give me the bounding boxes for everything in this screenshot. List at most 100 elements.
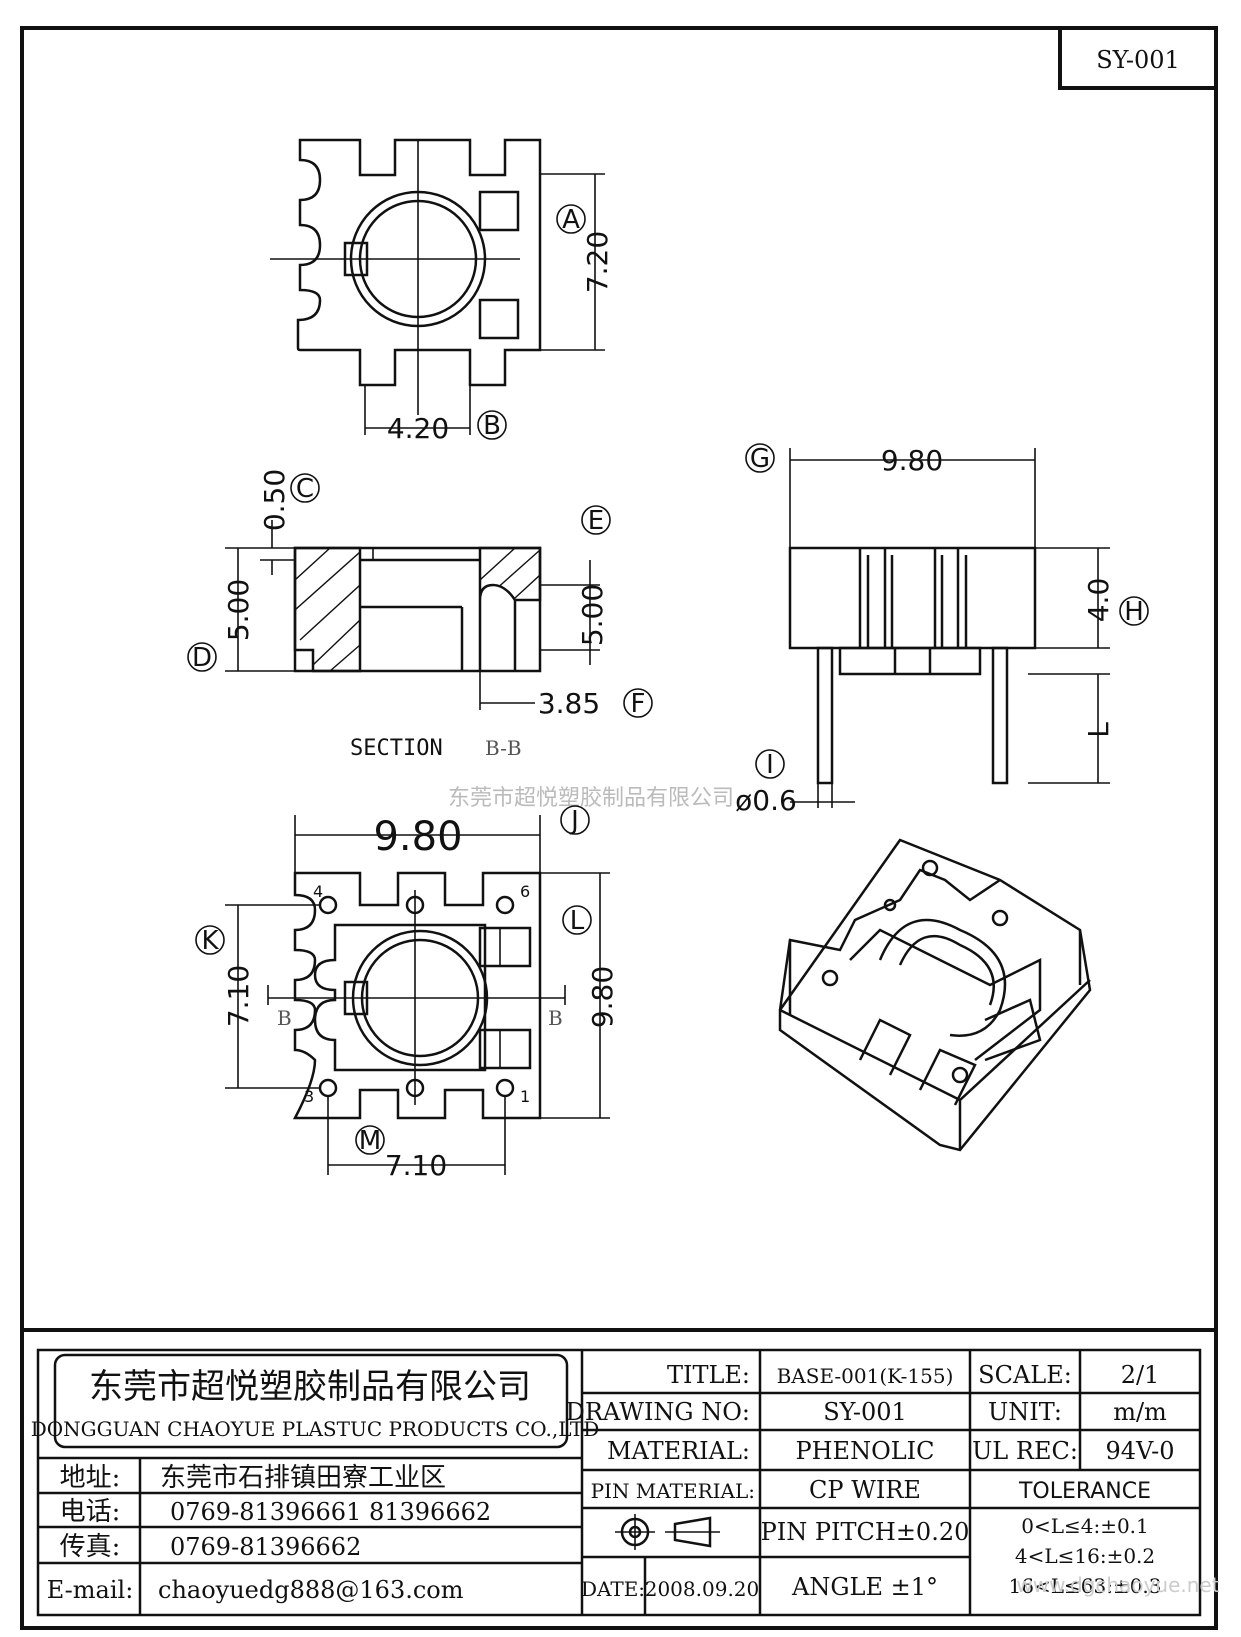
title-value: BASE-001(K-155) <box>777 1364 954 1388</box>
scale-label: SCALE: <box>978 1361 1072 1389</box>
drawing-no-value: SY-001 <box>823 1398 907 1426</box>
side-standoff <box>838 646 982 676</box>
email-value: chaoyuedg888@163.com <box>158 1576 464 1604</box>
dim-c-value: 0.50 <box>258 469 291 531</box>
dim-l9-value: 9.80 <box>586 966 619 1028</box>
top-square-upper <box>478 190 520 232</box>
bottom-slot-lower <box>478 1028 532 1070</box>
label-f: F <box>631 689 646 719</box>
dim-h-value: 4.0 <box>1082 578 1115 623</box>
label-h-circle <box>1119 596 1149 626</box>
isometric-view <box>778 838 1092 1152</box>
label-i-circle <box>755 749 785 779</box>
material-label: MATERIAL: <box>607 1437 750 1465</box>
dim-i-value: ø0.6 <box>735 784 797 817</box>
label-k-circle <box>195 925 225 955</box>
label-a-circle <box>556 204 586 234</box>
label-e-circle <box>581 505 611 535</box>
unit-label: UNIT: <box>988 1398 1062 1426</box>
bottom-view: 4 6 3 1 B B 9.80 J 9.80 L 7.10 K 7.10 M <box>195 805 619 1182</box>
pin-number-6: 6 <box>520 882 530 901</box>
pin-number-3: 3 <box>304 1087 314 1106</box>
pin-hole-6 <box>495 895 515 915</box>
dim-d-value: 5.00 <box>222 579 255 641</box>
watermark-url: www.dgchaoyue.net <box>1016 1573 1219 1597</box>
label-m: M <box>359 1126 381 1156</box>
label-d-circle <box>187 642 217 672</box>
dim-j-value: 9.80 <box>373 814 462 860</box>
tolerance-label: TOLERANCE <box>1018 1479 1151 1504</box>
dim-a-value: 7.20 <box>581 231 614 293</box>
dim-k-value: 7.10 <box>222 965 255 1027</box>
label-l-circle <box>562 905 592 935</box>
section-view: 5.00 D 0.50 C 5.00 E 3.85 F SECTION B-B <box>187 469 653 761</box>
label-d: D <box>192 643 212 673</box>
label-b: B <box>483 411 501 441</box>
section-caption-suffix: B-B <box>485 736 522 760</box>
dim-b-value: 4.20 <box>387 412 449 445</box>
company-en: DONGGUAN CHAOYUE PLASTUC PRODUCTS CO.,LT… <box>31 1417 600 1441</box>
bottom-view-outline <box>292 871 542 1120</box>
company-cn: 东莞市超悦塑胶制品有限公司 <box>89 1367 531 1407</box>
material-value: PHENOLIC <box>795 1437 934 1465</box>
section-mark-left: B <box>277 1006 292 1030</box>
sheet-border <box>20 26 1218 1630</box>
angle: ANGLE ±1° <box>791 1573 938 1601</box>
fax-label: 传真: <box>60 1532 121 1562</box>
dim-e-value: 5.00 <box>576 584 609 646</box>
address-label: 地址: <box>60 1463 121 1493</box>
title-block-frame <box>36 1348 1202 1617</box>
label-j: J <box>569 806 579 836</box>
drawing-no-label: DRAWING NO: <box>566 1398 750 1426</box>
tolerance-3: 16<L≤63:±0.3 <box>1009 1574 1162 1598</box>
drawing-code: SY-001 <box>1096 46 1180 74</box>
label-l: L <box>570 906 585 936</box>
title-block: 东莞市超悦塑胶制品有限公司 DONGGUAN CHAOYUE PLASTUC P… <box>22 1328 1220 1617</box>
tolerance-2: 4<L≤16:±0.2 <box>1015 1544 1155 1568</box>
title-label: TITLE: <box>667 1361 750 1389</box>
pin-number-1: 1 <box>520 1087 530 1106</box>
bottom-slot-upper <box>478 926 532 968</box>
pin-hole-1 <box>495 1078 515 1098</box>
side-body <box>788 546 1037 650</box>
label-m-circle <box>355 1125 385 1155</box>
dim-f-value: 3.85 <box>538 687 600 720</box>
label-c-circle <box>290 473 320 503</box>
label-e: E <box>588 506 604 536</box>
label-c: C <box>296 474 314 504</box>
pin-pitch: PIN PITCH±0.20 <box>761 1518 970 1546</box>
side-pin-right <box>991 646 1009 785</box>
section-outline <box>293 546 542 673</box>
unit-value: m/m <box>1113 1398 1167 1426</box>
label-g-circle <box>745 443 775 473</box>
dim-m-value: 7.10 <box>385 1149 447 1182</box>
ul-label: UL REC: <box>972 1437 1078 1465</box>
date-label: DATE: <box>581 1577 645 1601</box>
pin-number-4: 4 <box>313 882 323 901</box>
label-f-circle <box>623 688 653 718</box>
label-b-circle <box>477 410 507 440</box>
company-box <box>53 1353 569 1449</box>
iso-outline <box>778 838 1092 1152</box>
label-g: G <box>750 444 770 474</box>
label-k: K <box>201 926 219 956</box>
pin-material-value: CP WIRE <box>809 1476 921 1504</box>
label-h: H <box>1124 597 1144 627</box>
section-mark-right: B <box>548 1006 563 1030</box>
side-view: 9.80 G 4.0 H L ø0.6 I <box>735 443 1149 817</box>
address-value: 东莞市石排镇田寮工业区 <box>160 1463 446 1493</box>
fax-value: 0769-81396662 <box>170 1533 361 1561</box>
phone-value: 0769-81396661 81396662 <box>170 1498 491 1526</box>
email-label: E-mail: <box>47 1576 134 1604</box>
tolerance-1: 0<L≤4:±0.1 <box>1021 1514 1149 1538</box>
label-i: I <box>766 750 774 780</box>
scale-value: 2/1 <box>1121 1361 1160 1389</box>
dim-g-value: 9.80 <box>881 444 943 477</box>
label-j-circle <box>560 805 590 835</box>
watermark: 东莞市超悦塑胶制品有限公司 <box>448 786 734 811</box>
top-view: 7.20 A 4.20 B <box>270 138 614 445</box>
code-box <box>1058 26 1218 90</box>
label-a: A <box>562 205 580 235</box>
pin-hole-3 <box>318 1078 338 1098</box>
